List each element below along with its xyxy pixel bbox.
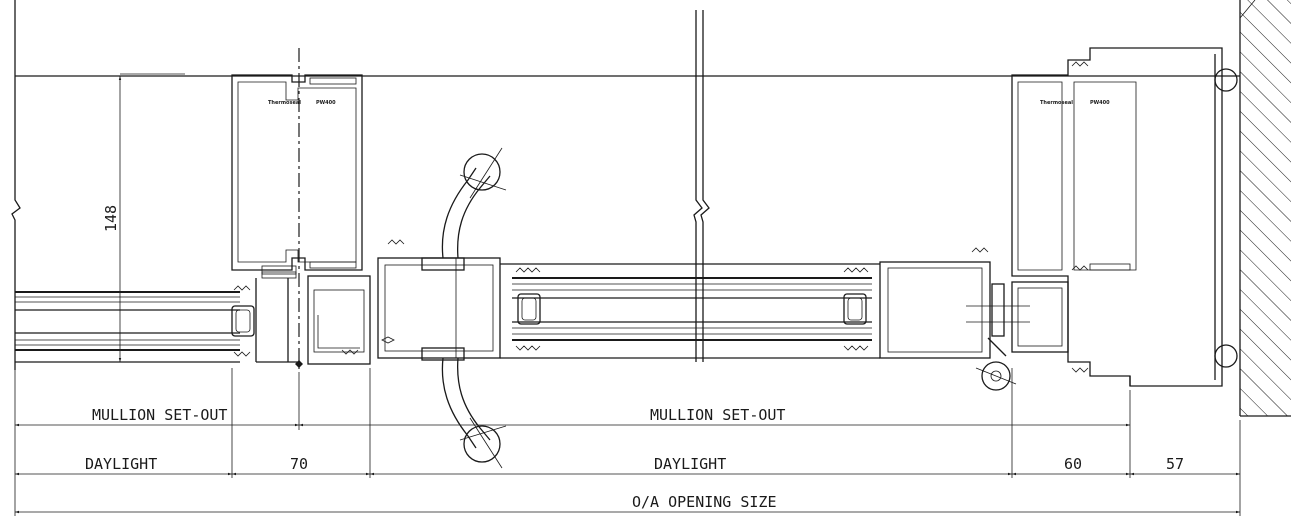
mullion-setout-dimension-row: MULLION SET-OUT MULLION SET-OUT [15,406,1130,427]
left-sash-stile [377,239,501,361]
right-model-label: PW400 [1090,100,1110,106]
sliding-glazing-unit [500,263,880,359]
dim-57-label: 57 [1166,455,1184,473]
left-model-label: PW400 [316,100,336,106]
left-mullion-profile: Thermoseal PW400 [231,74,395,365]
dim-148-label: 148 [102,205,120,232]
mullion-setout-right-label: MULLION SET-OUT [650,406,785,424]
overall-opening-label: O/A OPENING SIZE [632,493,777,511]
daylight-left-label: DAYLIGHT [85,455,157,473]
head-line [15,73,1240,77]
overall-dimension-row: O/A OPENING SIZE [15,493,1240,514]
daylight-dimension-row: DAYLIGHT 70 DAYLIGHT 60 57 [15,455,1240,476]
dim-60-label: 60 [1064,455,1082,473]
left-glazing-unit [15,285,255,363]
right-sash-stile [879,247,1030,391]
dimension-extension-lines [14,368,1241,516]
left-brand-label: Thermoseal [268,100,301,106]
lever-handle [441,147,507,469]
right-brand-label: Thermoseal [1040,100,1073,106]
left-centre-line [295,48,303,370]
mullion-setout-left-label: MULLION SET-OUT [92,406,227,424]
daylight-center-label: DAYLIGHT [654,455,726,473]
right-jamb-profile: Thermoseal PW400 [1011,47,1238,387]
centre-break-line [693,10,710,362]
dim-70-label: 70 [290,455,308,473]
left-break-line [11,0,21,370]
masonry-wall [1239,0,1291,417]
dimension-148: 148 [102,76,122,362]
